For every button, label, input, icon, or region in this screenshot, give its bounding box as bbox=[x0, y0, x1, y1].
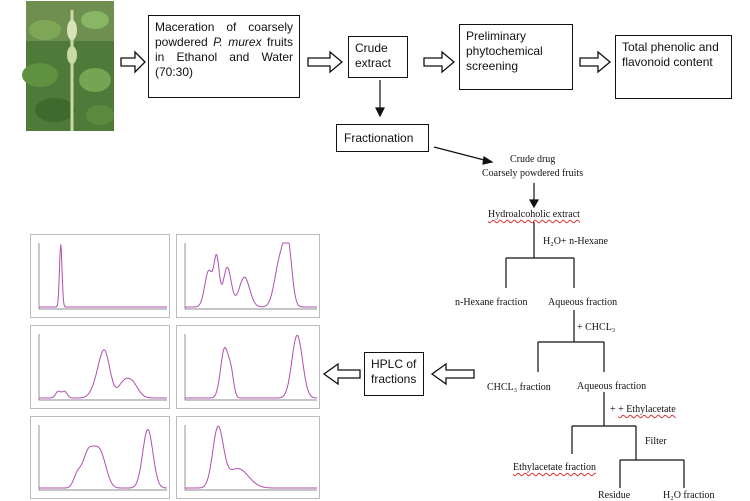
phenolic-box: Total phenolic and flavonoid content bbox=[615, 35, 732, 99]
ethylacetate-word: + Ethylacetate bbox=[618, 404, 676, 415]
chromatogram-hexane bbox=[30, 234, 170, 318]
chromatogram-axes bbox=[38, 243, 167, 310]
hollow-arrow-4 bbox=[579, 50, 612, 74]
chromatogram-line bbox=[39, 428, 167, 489]
chromatogram-line bbox=[185, 425, 317, 489]
fractionation-box: Fractionation bbox=[336, 124, 429, 152]
chromatogram-water bbox=[176, 416, 320, 499]
maceration-text-1: Maceration of coarsely powdered bbox=[155, 20, 293, 49]
chromatogram-axes bbox=[184, 334, 317, 401]
hydroalcoholic-label: Hydroalcoholic extract bbox=[488, 209, 580, 220]
h2o-hexane-label: H₂O+ n-Hexane bbox=[543, 236, 608, 247]
hollow-arrow-3 bbox=[423, 50, 456, 74]
hexane-fraction-label: n-Hexane fraction bbox=[455, 297, 528, 308]
hollow-arrow-2 bbox=[307, 50, 344, 74]
hollow-arrow-hplc-left bbox=[322, 362, 361, 386]
chromatogram-trace bbox=[184, 334, 318, 401]
ethylacetate-fraction-label: Ethylacetate fraction bbox=[513, 462, 597, 473]
maceration-text-2: fruits in Ethanol and Water (70:30) bbox=[155, 35, 293, 79]
chromatogram-ethyl-b bbox=[30, 416, 170, 499]
residue-label: Residue bbox=[598, 490, 631, 501]
chromatogram-axes bbox=[38, 425, 167, 491]
maceration-box: Maceration of coarsely powdered P. murex… bbox=[148, 15, 300, 98]
hplc-label: HPLC of fractions bbox=[371, 357, 417, 386]
filter-label: Filter bbox=[645, 436, 667, 447]
chcl3-fraction-label: CHCL₃ fraction bbox=[487, 382, 551, 393]
phenolic-label: Total phenolic and flavonoid content bbox=[622, 40, 719, 69]
chromatogram-chcl3-a bbox=[176, 234, 320, 318]
screening-label: Preliminary phytochemical screening bbox=[466, 29, 543, 73]
crude-extract-label: Crude extract bbox=[355, 41, 392, 70]
chromatogram-line bbox=[39, 244, 167, 308]
aqueous-fraction-2-label: Aqueous fraction bbox=[577, 381, 647, 392]
chromatogram-axes bbox=[184, 243, 317, 310]
hollow-arrow-1 bbox=[120, 50, 146, 74]
screening-box: Preliminary phytochemical screening bbox=[459, 24, 573, 90]
chromatogram-chcl3-b bbox=[30, 325, 170, 409]
fractionation-label: Fractionation bbox=[344, 131, 414, 145]
h2o-fraction-label: H₂O fraction bbox=[663, 490, 715, 501]
chromatogram-line bbox=[185, 242, 317, 308]
chromatogram-ethyl-a bbox=[176, 325, 320, 409]
coarse-fruits-label: Coarsely powdered fruits bbox=[482, 168, 584, 179]
chromatogram-trace bbox=[184, 242, 317, 310]
chromatogram-trace bbox=[38, 334, 167, 401]
plus-chcl3-label: + CHCL₃ bbox=[577, 322, 616, 333]
hollow-arrow-hplc-right bbox=[430, 362, 475, 386]
chromatogram-trace bbox=[38, 243, 167, 310]
plus-ethylacetate-label: + + Ethylacetate bbox=[610, 404, 676, 415]
chromatogram-line bbox=[39, 349, 167, 399]
crude-drug-label: Crude drug bbox=[510, 154, 556, 165]
chromatogram-trace bbox=[38, 425, 167, 491]
hplc-box: HPLC of fractions bbox=[364, 352, 424, 396]
chromatogram-trace bbox=[184, 425, 317, 491]
crude-extract-box: Crude extract bbox=[348, 36, 408, 78]
species-name: P. murex bbox=[213, 35, 262, 49]
chromatogram-axes bbox=[38, 334, 167, 401]
aqueous-fraction-1-label: Aqueous fraction bbox=[548, 297, 618, 308]
chromatogram-axes bbox=[184, 425, 317, 491]
chromatogram-line bbox=[185, 334, 318, 399]
